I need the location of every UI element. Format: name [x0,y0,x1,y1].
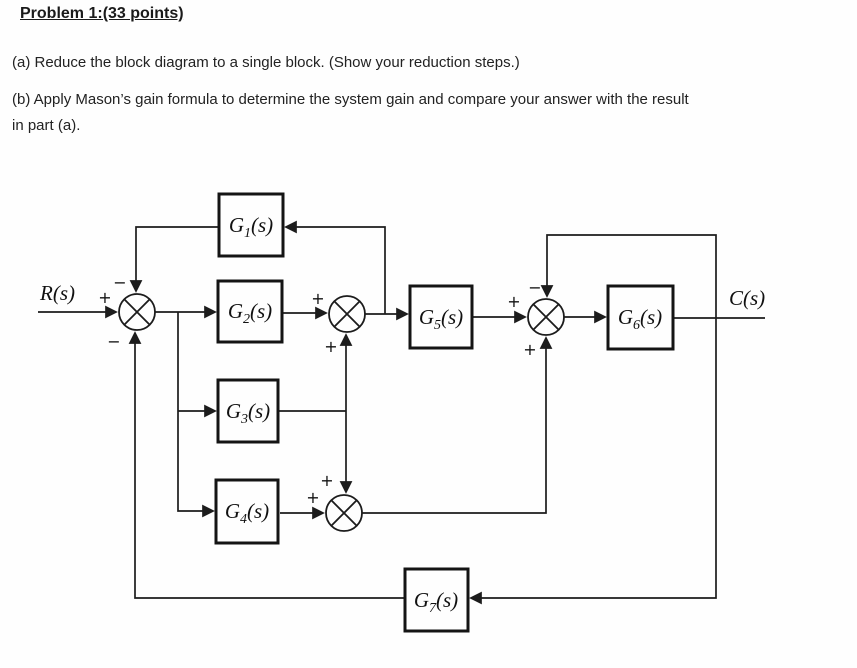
block-g5-label: G5(s) [419,305,463,333]
sign-sum2-bottom: + [324,337,337,356]
wire-output-to-g7-input [469,318,717,605]
block-g2 [216,279,284,344]
block-g7 [403,567,470,633]
block-g7-label: G7(s) [414,588,458,616]
sign-sum4-top: + [320,471,333,490]
sign-sum4-left: + [306,488,319,507]
summing-junction-3 [527,298,565,336]
part-b-text-line2: in part (a). [12,117,81,134]
summing-junction-2 [328,295,366,333]
summing-junction-4 [325,494,363,532]
wire-g7-to-sum1-bottom [128,331,405,599]
sign-sum3-bottom: + [523,340,536,359]
output-signal-label: C(s) [729,286,765,310]
block-g3 [216,378,280,444]
sign-sum1-left: + [98,288,111,307]
wire-branch-vertical [177,312,215,518]
wire-sum4-to-sum3-bottom [362,336,553,514]
block-g3-label: G3(s) [226,399,270,427]
block-g4-label: G4(s) [225,499,269,527]
block-g1 [217,192,285,258]
wire-g1-to-sum1-top [129,226,219,293]
wire-g6-feedback-to-sum3 [540,234,717,318]
summing-junction-1 [118,293,156,331]
block-g4 [214,478,280,545]
block-g2-label: G2(s) [228,299,272,327]
block-g6-label: G6(s) [618,305,662,333]
sign-sum1-bottom: − [107,332,120,351]
part-a-text: (a) Reduce the block diagram to a single… [12,54,520,71]
sign-sum1-top: − [113,273,126,292]
sign-sum3-left: + [507,292,520,311]
wire-tap-to-g1-input [284,220,386,314]
problem-title: Problem 1:(33 points) [20,5,184,22]
sign-sum2-left: + [311,289,324,308]
sign-sum3-top: − [528,278,541,297]
block-g6 [606,284,675,351]
input-signal-label: R(s) [39,281,75,305]
part-b-text-line1: (b) Apply Mason’s gain formula to determ… [12,91,689,108]
block-g5 [408,284,474,350]
block-g1-label: G1(s) [229,213,273,241]
